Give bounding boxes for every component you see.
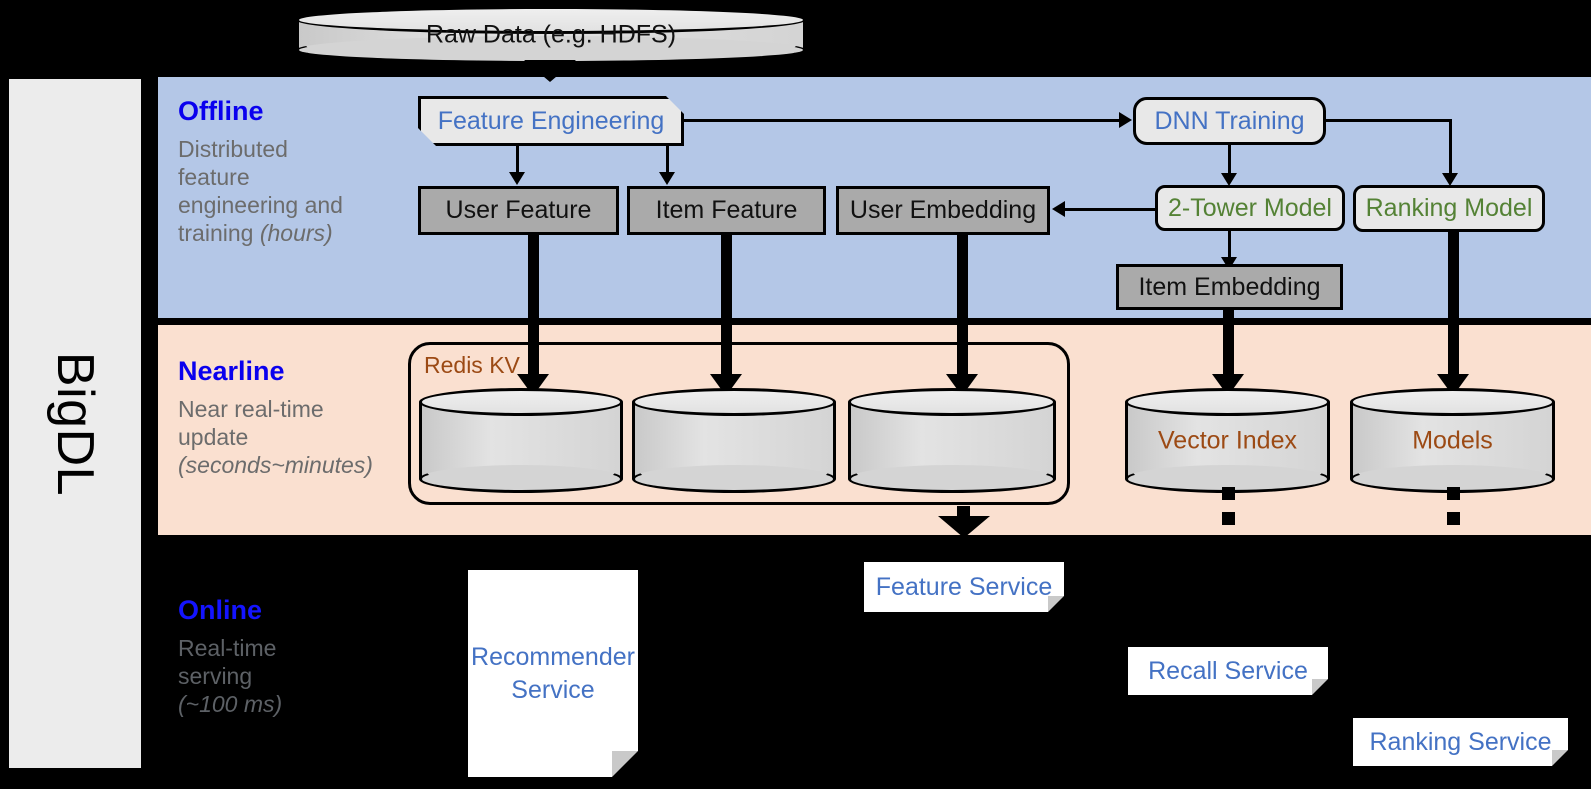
- node-user-feature[interactable]: User Feature: [418, 186, 619, 235]
- models-top: [1350, 388, 1555, 416]
- page-fold-icon: [1552, 750, 1568, 766]
- arrow-fe-dnn-head: [1119, 112, 1132, 128]
- store-2-top: [632, 388, 836, 416]
- nearline-desc-italic: (seconds~minutes): [178, 452, 373, 479]
- offline-desc-l3: engineering and: [178, 192, 343, 219]
- user-feature-label: User Feature: [445, 196, 592, 224]
- online-desc-l2: serving: [178, 663, 253, 690]
- nearline-title: Nearline: [178, 356, 285, 386]
- arrow-fe-itemfeature-head: [659, 172, 675, 185]
- arrow-fe-userfeature-line: [516, 146, 519, 178]
- node-feature-service[interactable]: Feature Service: [864, 562, 1064, 612]
- online-desc-italic: (~100 ms): [178, 691, 283, 718]
- offline-description: Distributed feature engineering and trai…: [178, 135, 408, 247]
- nearline-desc-l1: Near real-time: [178, 396, 324, 422]
- recall-service-label: Recall Service: [1148, 656, 1308, 685]
- offline-caption: Offline Distributed feature engineering …: [178, 96, 408, 247]
- node-feature-engineering[interactable]: Feature Engineering: [418, 96, 684, 146]
- online-caption: Online Real-time serving (~100 ms): [178, 595, 408, 718]
- cylinder-models[interactable]: Models: [1350, 388, 1555, 493]
- connector-vectorindex-recall-stub1: [1222, 487, 1235, 500]
- node-recommender-service[interactable]: Recommender Service: [468, 570, 638, 777]
- recommender-service-line1: Recommender: [471, 643, 635, 671]
- arrow-twotower-userembedding-line: [1065, 208, 1157, 211]
- arrow-dnn-ranking-head: [1442, 173, 1458, 186]
- item-embedding-label: Item Embedding: [1138, 272, 1321, 301]
- arrow-rawdata-fe-head: [524, 60, 576, 82]
- bigdl-label: BigDL: [46, 351, 104, 496]
- bigdl-sidebar: BigDL: [6, 76, 144, 771]
- recommender-service-line2: Service: [511, 675, 595, 704]
- offline-desc-l2: feature: [178, 164, 250, 191]
- dnn-training-label: DNN Training: [1154, 106, 1305, 135]
- node-recall-service[interactable]: Recall Service: [1128, 647, 1328, 695]
- connector-redis-featureservice-head: [938, 516, 990, 538]
- thickarrow-itememb-vectorindex-line: [1223, 310, 1234, 378]
- thickarrow-rankingmodel-models-line: [1448, 232, 1459, 378]
- raw-data-cylinder: Raw Data (e.g. HDFS): [296, 6, 806, 64]
- feature-service-label: Feature Service: [875, 572, 1053, 601]
- cylinder-vector-index[interactable]: Vector Index: [1125, 388, 1330, 493]
- models-label: Models: [1412, 426, 1493, 454]
- connector-models-ranking-stub1: [1447, 487, 1460, 500]
- arrow-dnn-twotower-line: [1228, 145, 1231, 179]
- nearline-description: Near real-time update (seconds~minutes): [178, 395, 408, 479]
- node-item-embedding[interactable]: Item Embedding: [1116, 264, 1343, 310]
- online-description: Real-time serving (~100 ms): [178, 634, 408, 718]
- raw-data-top: [296, 6, 806, 34]
- vector-index-top: [1125, 388, 1330, 416]
- item-feature-label: Item Feature: [655, 196, 798, 224]
- store-1-bottom: [419, 465, 623, 493]
- redis-kv-container: [408, 342, 1070, 505]
- page-fold-icon: [612, 751, 638, 777]
- connector-models-ranking-stub2: [1447, 512, 1460, 525]
- thickarrow-userembedding-store3-line: [957, 235, 968, 378]
- store-2-bottom: [632, 465, 836, 493]
- vector-index-label: Vector Index: [1158, 426, 1297, 454]
- arrow-dnn-ranking-h: [1326, 119, 1452, 122]
- arrow-fe-dnn-line: [684, 119, 1121, 122]
- store-3-top: [848, 388, 1056, 416]
- nearline-desc-l2: update: [178, 424, 249, 451]
- raw-data-label: Raw Data (e.g. HDFS): [425, 20, 677, 49]
- two-tower-model-label: 2-Tower Model: [1168, 193, 1332, 222]
- thickarrow-userfeature-store1-line: [528, 235, 539, 378]
- cylinder-store-3[interactable]: [848, 388, 1056, 493]
- offline-desc-italic: (hours): [259, 220, 333, 247]
- thickarrow-itemfeature-store2-line: [721, 235, 732, 378]
- redis-kv-label: Redis KV: [424, 352, 520, 378]
- online-title: Online: [178, 595, 263, 625]
- ranking-model-label: Ranking Model: [1365, 194, 1533, 222]
- offline-desc-l1: Distributed: [178, 136, 288, 162]
- node-dnn-training[interactable]: DNN Training: [1133, 97, 1326, 145]
- page-fold-icon: [1312, 679, 1328, 695]
- node-user-embedding[interactable]: User Embedding: [836, 186, 1050, 235]
- arrow-dnn-twotower-head: [1221, 173, 1237, 186]
- connector-redis-featureservice-stub: [957, 506, 970, 519]
- page-fold-icon: [1048, 596, 1064, 612]
- cylinder-store-1[interactable]: [419, 388, 623, 493]
- online-desc-l1: Real-time: [178, 635, 277, 661]
- node-item-feature[interactable]: Item Feature: [627, 186, 826, 235]
- nearline-caption: Nearline Near real-time update (seconds~…: [178, 356, 408, 479]
- node-2-tower-model[interactable]: 2-Tower Model: [1155, 185, 1345, 231]
- connector-vectorindex-recall-stub2: [1222, 512, 1235, 525]
- arrow-twotower-userembedding-head: [1052, 201, 1065, 217]
- arrow-dnn-ranking-v: [1449, 119, 1452, 179]
- arrow-fe-itemfeature-line: [666, 146, 669, 178]
- store-3-bottom: [848, 465, 1056, 493]
- store-1-top: [419, 388, 623, 416]
- offline-title: Offline: [178, 96, 264, 126]
- arrow-fe-userfeature-head: [509, 172, 525, 185]
- feature-engineering-label: Feature Engineering: [437, 106, 665, 135]
- user-embedding-label: User Embedding: [849, 196, 1037, 224]
- arrow-twotower-itememb-line: [1228, 231, 1231, 264]
- cylinder-store-2[interactable]: [632, 388, 836, 493]
- recommender-service-text: Recommender Service: [471, 641, 635, 706]
- offline-desc-l4: training: [178, 220, 260, 247]
- ranking-service-label: Ranking Service: [1369, 727, 1552, 756]
- node-ranking-model[interactable]: Ranking Model: [1353, 185, 1545, 232]
- node-ranking-service[interactable]: Ranking Service: [1353, 718, 1568, 766]
